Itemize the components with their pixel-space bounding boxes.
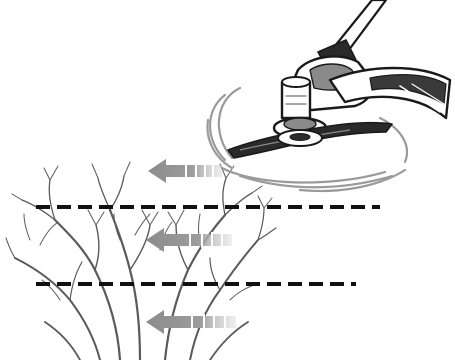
brushcutter-icon <box>274 0 450 138</box>
bush-icon <box>6 162 276 360</box>
direction-arrow-icon <box>146 159 236 334</box>
